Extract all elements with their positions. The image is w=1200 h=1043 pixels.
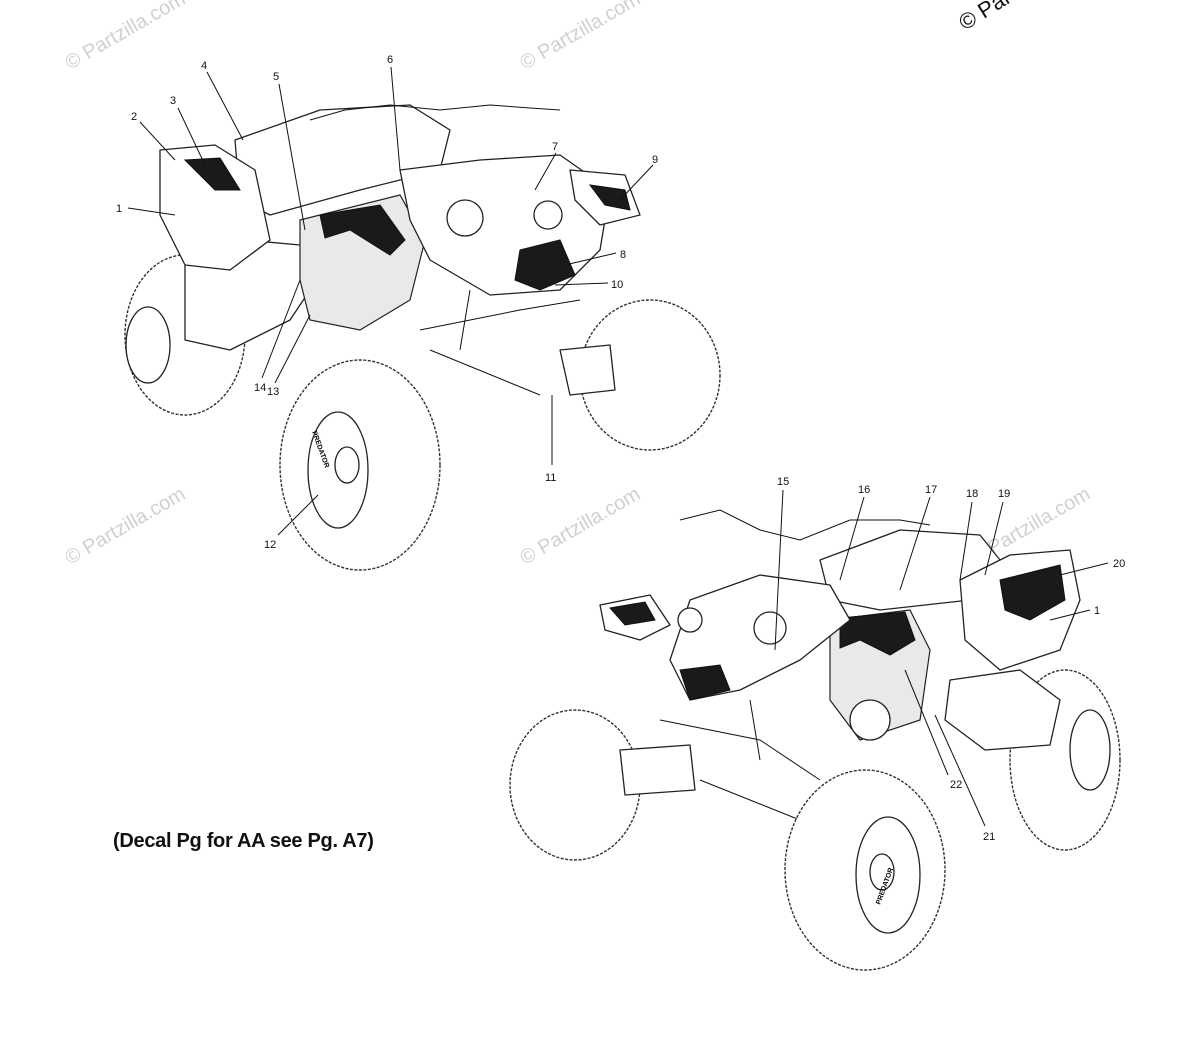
atv2-front-decal [679, 664, 731, 701]
callout-11: 11 [545, 472, 556, 484]
callout-22: 22 [950, 779, 962, 791]
atv2-front-far-tire [509, 709, 641, 861]
leader-7 [534, 152, 557, 191]
atv1-frame [419, 289, 581, 396]
callout-21: 21 [983, 831, 995, 843]
atv2-rear-fender [944, 669, 1061, 751]
callout-10: 10 [611, 279, 623, 291]
leader-2 [139, 121, 176, 161]
leader-4 [206, 71, 244, 141]
atv-top-view [124, 104, 721, 571]
callout-2: 2 [131, 111, 137, 123]
leader-12 [277, 494, 319, 536]
callout-12: 12 [264, 539, 276, 551]
callout-1b: 1 [1094, 605, 1100, 617]
atv1-headlight-right [533, 200, 563, 230]
leader-lines [127, 66, 1109, 827]
leader-13 [274, 314, 311, 384]
atv-bottom-view [509, 509, 1121, 971]
atv2-hub [869, 853, 895, 891]
leader-21 [934, 714, 986, 827]
atv2-front-fender-decal [609, 601, 656, 626]
callout-14: 14 [254, 382, 266, 394]
atv2-rear-tank-decal [999, 564, 1066, 621]
atv2-front-bumper [619, 744, 696, 796]
callout-1a: 1 [116, 203, 122, 215]
callout-16: 16 [858, 484, 870, 496]
callout-17: 17 [925, 484, 937, 496]
decal-page-note: (Decal Pg for AA see Pg. A7) [113, 830, 374, 852]
callout-20: 20 [1113, 558, 1125, 570]
atv2-frame [659, 699, 821, 821]
watermark-3: © Partzilla.com [62, 483, 190, 569]
atv2-handlebar [679, 509, 931, 541]
leader-3 [177, 107, 206, 166]
atv1-headlight-left [446, 199, 484, 237]
atv1-hub [334, 446, 360, 484]
callout-18: 18 [966, 488, 978, 500]
callout-9: 9 [652, 154, 658, 166]
atv2-engine-cover [849, 699, 891, 741]
leader-10 [554, 282, 609, 286]
watermark-4: © Partzilla.com [517, 483, 645, 569]
atv1-side-decal [319, 204, 406, 256]
callout-15: 15 [777, 476, 789, 488]
atv2-side-decal [839, 611, 916, 656]
callout-labels: 1 2 3 4 5 6 7 8 9 10 11 12 13 14 15 16 1… [116, 54, 1125, 843]
watermark-2: © Partzilla.com [517, 0, 645, 74]
callout-3: 3 [170, 95, 176, 107]
atv2-headlight-left [677, 607, 703, 633]
atv2-rear-rim [1069, 709, 1111, 791]
atv1-handlebar [309, 104, 561, 121]
leader-22 [904, 669, 949, 776]
atv1-rear-tank-decal [183, 157, 241, 191]
watermark-1: © Partzilla.com [62, 0, 190, 74]
callout-5: 5 [273, 71, 279, 83]
leader-18 [959, 501, 973, 581]
leader-16 [839, 496, 865, 581]
leader-15 [774, 489, 784, 651]
leader-17 [899, 496, 931, 591]
leader-9 [619, 164, 654, 201]
leader-6 [390, 66, 401, 171]
leader-20 [1059, 562, 1109, 576]
leader-1b [1049, 609, 1091, 621]
callout-13: 13 [267, 386, 279, 398]
callout-4: 4 [201, 60, 207, 72]
leader-5 [278, 83, 306, 231]
atv1-rear-tank [159, 144, 271, 271]
atv1-front-decal [514, 239, 576, 291]
callout-19: 19 [998, 488, 1010, 500]
callout-6: 6 [387, 54, 393, 66]
callout-7: 7 [552, 141, 558, 153]
leader-14 [261, 279, 301, 379]
leader-19 [984, 501, 1004, 576]
leader-8 [564, 252, 617, 266]
leader-1a [127, 207, 176, 216]
atv1-front-fender-decal [588, 184, 631, 211]
atv1-front-bumper [559, 344, 616, 396]
atv1-rear-rim [125, 306, 171, 384]
atv2-headlight-right [753, 611, 787, 645]
callout-8: 8 [620, 249, 626, 261]
